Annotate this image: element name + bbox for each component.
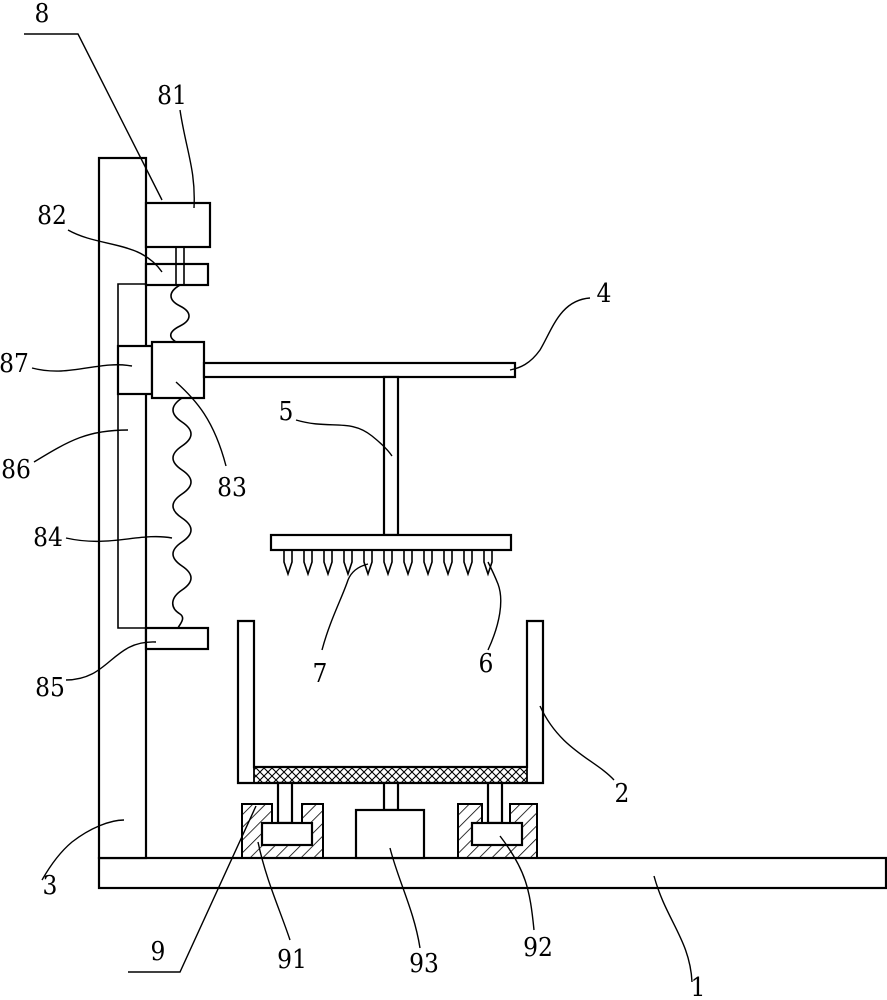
label-6: 6: [479, 649, 494, 679]
leader-85: [65, 641, 157, 681]
leader-93: [389, 847, 421, 949]
support-post-center: [382, 781, 400, 812]
leader-82: [67, 229, 163, 273]
lead-screw-lower: [171, 397, 192, 629]
leader-92: [499, 835, 535, 931]
lead-screw-upper: [169, 284, 190, 344]
base-plate: [97, 856, 887, 890]
leader-3: [41, 819, 125, 881]
leader-6: [487, 561, 502, 651]
center-block: [354, 808, 426, 860]
label-93: 93: [409, 949, 439, 979]
container-box: [236, 619, 545, 785]
label-81: 81: [157, 81, 187, 111]
leader-9: [128, 805, 257, 973]
leader-4: [509, 297, 591, 371]
leader-86: [33, 429, 129, 463]
label-4: 4: [597, 279, 612, 309]
label-85: 85: [35, 673, 65, 703]
leader-7: [321, 563, 369, 651]
right-slider-head: [470, 821, 524, 847]
slide-rail: [117, 283, 146, 629]
leader-83: [175, 381, 227, 467]
motor: [144, 201, 212, 249]
label-1: 1: [691, 973, 706, 1000]
support-post-right: [486, 781, 504, 825]
leader-5: [295, 419, 393, 457]
label-7: 7: [313, 659, 328, 689]
leader-87: [31, 364, 133, 372]
label-86: 86: [1, 455, 31, 485]
label-82: 82: [37, 201, 67, 231]
vertical-rod: [382, 375, 400, 537]
needle-plate: [269, 533, 513, 552]
label-9: 9: [151, 937, 166, 967]
mesh-screen: [253, 766, 528, 784]
lower-bearing-block: [144, 626, 210, 651]
leader-1: [653, 875, 693, 983]
leader-84: [65, 535, 173, 543]
left-slider-head: [260, 821, 314, 847]
leader-81: [179, 109, 195, 209]
upper-bearing-block: [144, 262, 210, 287]
vertical-column: [97, 156, 148, 860]
leader-2: [539, 705, 615, 781]
label-84: 84: [33, 523, 63, 553]
horizontal-arm: [202, 361, 517, 379]
support-post-left: [276, 781, 294, 825]
label-83: 83: [217, 473, 247, 503]
label-91: 91: [277, 945, 307, 975]
label-8: 8: [35, 0, 50, 29]
label-3: 3: [43, 871, 58, 901]
label-92: 92: [523, 933, 553, 963]
label-5: 5: [279, 397, 294, 427]
nut-block: [150, 340, 206, 400]
slider: [116, 344, 154, 396]
leader-8: [24, 33, 163, 201]
label-2: 2: [615, 779, 630, 809]
leader-91: [257, 841, 291, 941]
label-87: 87: [0, 349, 29, 379]
needles: [283, 550, 493, 577]
